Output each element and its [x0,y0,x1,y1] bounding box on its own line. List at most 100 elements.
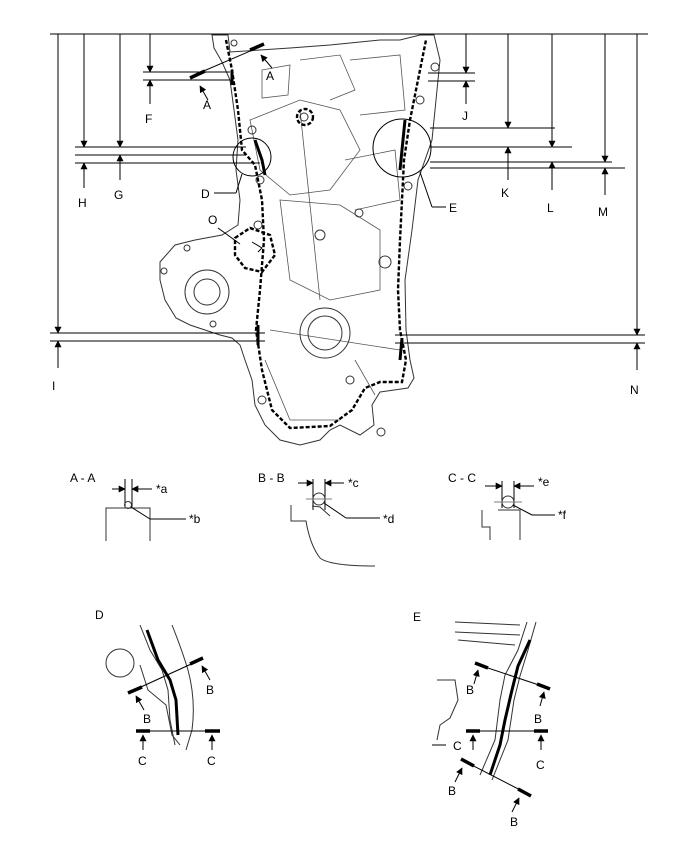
detail-d-boss [105,648,135,678]
section-b-b: B - B *c *d [258,471,394,567]
section-c-title: C - C [448,471,476,485]
section-b-ref-d: *d [383,512,394,526]
section-a-a: A - A *a *b [70,471,201,541]
section-a-body [105,507,151,541]
callout-f: F [145,112,152,126]
bolt-hole [378,255,392,269]
cover-rib [269,329,401,351]
callout-o: O [208,213,217,227]
detail-d-bead [145,629,180,736]
cut-a-arrow [260,54,273,69]
bolt-hole [376,427,386,437]
callout-j: J [462,109,468,123]
detail-e-label-b-2: B [534,712,542,726]
callout-n: N [630,383,639,397]
section-c-body [481,510,491,540]
detail-d-label-b-right: B [206,683,214,697]
bolt-hole [160,267,168,275]
detail-e-circle [372,118,432,178]
detail-d-view: D B B C C [95,608,220,768]
section-b-body [290,505,376,567]
section-a-leader [130,506,151,520]
detail-e-label-c-right: C [536,758,545,772]
detail-d-leader [235,173,243,194]
callout-h: H [78,196,87,210]
cover-rib [344,149,401,211]
detail-e-body [436,679,459,741]
seal-ring-top [295,107,315,127]
callout-m: M [598,205,608,219]
callout-k: K [501,186,509,200]
detail-e-label-b-3: B [448,784,456,798]
section-b-title: B - B [258,471,285,485]
seal-bead-solid-e [398,119,407,171]
section-c-body [498,509,521,540]
detail-e-label-c-left: C [453,739,462,753]
dimension-lines [50,33,648,370]
crankshaft-bore-outer [299,307,351,359]
bolt-hole [183,244,191,252]
bolt-hole [299,112,309,122]
crankshaft-bore-inner [307,315,343,351]
detail-e-cut-b-lower-marker [517,787,532,798]
section-a-title: A - A [70,471,95,485]
section-a-bead [124,501,132,509]
detail-d-label-b-left: B [143,712,151,726]
detail-d-circle [232,137,272,177]
bolt-hole [430,62,440,72]
bolt-hole [253,220,263,230]
detail-e-title: E [413,610,421,624]
cover-rib [249,99,361,196]
section-a-ref-a: *a [156,482,168,496]
callout-g: G [114,188,123,202]
detail-d-cut-b-marker [127,685,143,695]
cover-rib [299,54,356,101]
detail-d-edge [171,624,194,751]
detail-e-cut-b-upper-arrow [538,691,546,707]
detail-e-view: E B B C C B B [413,610,551,829]
callout-i: I [52,379,55,393]
detail-d-cut-b-arrow [135,695,145,711]
section-cut-a [189,42,273,101]
cover-rib [354,359,376,396]
section-b-ref-c: *c [348,476,359,490]
bolt-hole [403,181,413,191]
detail-e-edge [454,621,521,646]
cut-a-marker [249,42,265,52]
bolt-hole [354,208,364,218]
pump-housing-outer [184,269,230,315]
detail-e-cut-b-upper-arrow [472,669,480,685]
cut-a-marker [189,69,206,80]
detail-e-cut-b-lower-arrow [454,767,463,783]
cover-rib [264,359,340,421]
timing-chain-cover-main-view [159,34,441,446]
detail-e-cut-b-lower-marker [460,757,475,768]
main-callouts: A A F G H I J K L M N D E O [52,69,639,397]
detail-o-leader [217,227,241,245]
bolt-hole [257,395,267,405]
detail-d-edge [139,624,176,746]
cover-rib [299,109,321,301]
bolt-hole [209,320,217,328]
bolt-hole [415,95,425,105]
detail-e-edge [479,621,528,776]
cover-outline [159,34,441,446]
cut-a-arrow [199,85,209,101]
cover-rib [261,64,291,99]
detail-d-cut-b-marker [189,656,204,666]
cover-rib [349,54,406,116]
pump-housing-inner [193,278,221,306]
bolt-hole [345,375,355,385]
detail-e-label-b-1: B [466,683,474,697]
detail-d-label-c-left: C [138,754,147,768]
bolt-hole [230,39,238,47]
section-a-ref-b: *b [189,512,201,526]
section-c-c: C - C *e *f [448,471,567,540]
detail-e-cut-b-upper-marker [474,661,489,670]
detail-e-label-b-4: B [510,815,518,829]
callout-a-left: A [203,98,211,112]
detail-e-leader [419,171,433,208]
detail-e-cut-b-upper-marker [536,682,551,691]
detail-e-edge [491,621,537,781]
